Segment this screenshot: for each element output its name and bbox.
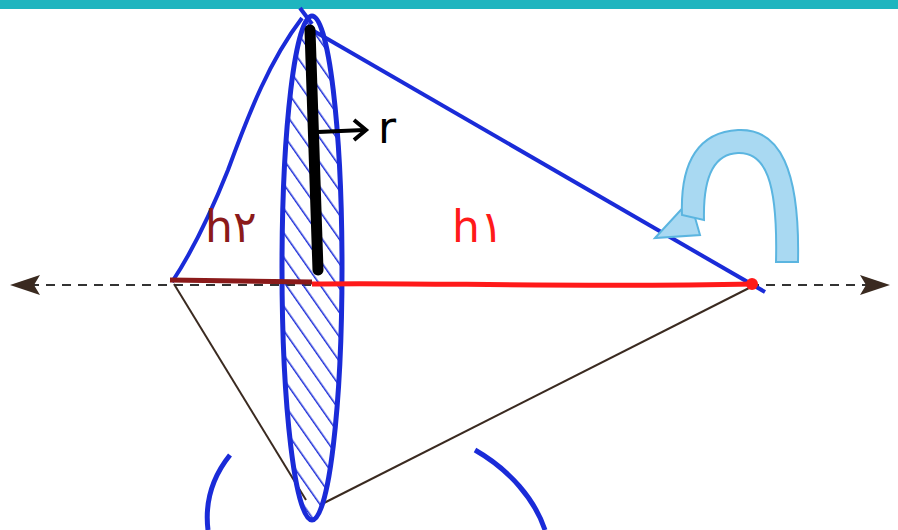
rotation-arc: [475, 450, 545, 530]
radius-leader: [318, 130, 364, 132]
height-label: h۲: [205, 205, 257, 249]
radius-line: [310, 30, 318, 270]
base-disk: [282, 16, 342, 520]
height-line: [170, 280, 312, 282]
cone-edge: [300, 8, 312, 24]
rotation-arrow: [682, 130, 798, 262]
top-bar: [0, 0, 898, 9]
rotation-axis: [30, 284, 868, 286]
rotation-arc: [207, 455, 230, 530]
axis-arrowhead: [10, 275, 40, 295]
cone-edge: [320, 285, 755, 505]
axis-arrowhead: [860, 275, 890, 295]
apex-dot: [746, 278, 758, 290]
cone-edge: [172, 18, 302, 282]
height-label: h۱: [452, 205, 504, 249]
height-line: [312, 284, 755, 286]
radius-label: r: [378, 106, 396, 150]
radius-leader-head: [354, 120, 366, 140]
